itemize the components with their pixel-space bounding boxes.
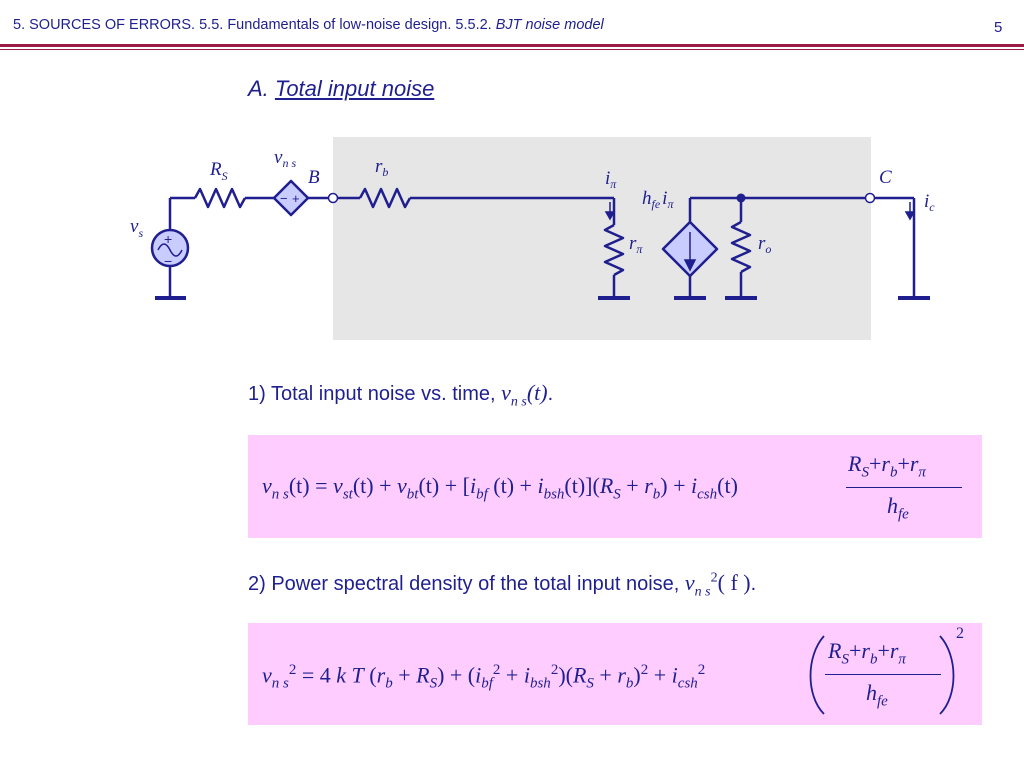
ipi-arrow-head: [604, 211, 616, 221]
breadcrumb-topic: BJT noise model: [495, 17, 604, 33]
equation-2-outer-exponent: 2: [956, 625, 964, 642]
cs-arrow-head: [683, 259, 697, 272]
label-node-c: C: [879, 167, 892, 188]
vs-minus-sign: −: [164, 253, 172, 269]
equation-1-denominator: hfe: [887, 493, 909, 523]
header-rule-thick: [0, 44, 1024, 47]
equation-1-fraction-bar: [846, 487, 962, 488]
ac-wave-icon: [157, 243, 183, 257]
left-paren-icon: [809, 635, 825, 715]
equation-2-denominator: hfe: [866, 680, 888, 710]
page-number: 5: [994, 19, 1003, 36]
step2-heading: 2) Power spectral density of the total i…: [248, 570, 757, 600]
ic-arrow-head: [904, 211, 916, 221]
vs-plus-sign: +: [164, 231, 172, 247]
resistor-ro: [730, 220, 752, 274]
resistor-rpi: [603, 223, 625, 277]
label-vns: vn s: [274, 147, 296, 170]
vns-minus-sign: −: [280, 191, 288, 206]
label-vs: vs: [130, 216, 143, 240]
label-ipi: iπ: [605, 168, 617, 191]
equation-1-numerator: RS+rb+rπ: [848, 451, 926, 481]
label-rpi: rπ: [629, 233, 643, 256]
breadcrumb: 5. SOURCES OF ERRORS. 5.5. Fundamentals …: [13, 17, 604, 33]
header-rule-thin: [0, 49, 1024, 50]
terminal-b: [327, 192, 339, 204]
equation-2-fraction-bar: [825, 674, 941, 675]
step2-variable: vn s2( f ): [684, 570, 751, 600]
label-rb: rb: [375, 156, 388, 179]
resistor-rb: [358, 187, 412, 209]
formula-box-1: [248, 435, 982, 538]
label-ro: ro: [758, 233, 771, 256]
section-prefix: A.: [248, 76, 275, 101]
label-node-b: B: [308, 167, 320, 188]
section-title-text: Total input noise: [274, 76, 435, 101]
vns-plus-sign: +: [292, 191, 300, 206]
breadcrumb-path: 5. SOURCES OF ERRORS. 5.5. Fundamentals …: [13, 17, 496, 33]
equation-2-numerator: RS+rb+rπ: [828, 638, 906, 668]
step1-variable: vn s(t): [501, 380, 548, 410]
voltage-source-vs: [150, 228, 190, 268]
terminal-c: [864, 192, 876, 204]
right-paren-icon: [939, 635, 955, 715]
label-ic: ic: [924, 191, 935, 214]
label-rs: RS: [209, 159, 228, 183]
node-dot: [736, 193, 746, 203]
equation-1: vn s(t) = vst(t) + vbt(t) + [ibf (t) + i…: [262, 473, 738, 503]
step1-heading: 1) Total input noise vs. time, vn s(t).: [248, 380, 554, 410]
section-title: A. Total input noise: [248, 76, 434, 102]
equation-2: vn s2 = 4 k T (rb + RS) + (ibf2 + ibsh2)…: [262, 662, 706, 692]
transistor-model-shade: [333, 137, 871, 340]
resistor-rs: [193, 187, 247, 209]
